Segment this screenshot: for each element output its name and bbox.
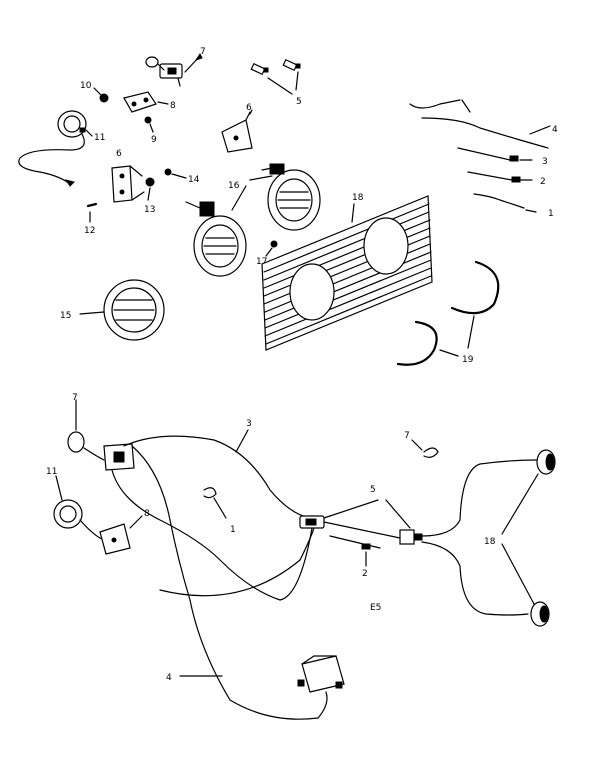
callout-4-lower: 4 xyxy=(166,673,172,683)
callout-16: 16 xyxy=(228,181,240,191)
callout-1: 1 xyxy=(548,209,554,219)
callout-7-lower-right: 7 xyxy=(404,431,410,441)
callout-3-lower: 3 xyxy=(246,419,252,429)
callout-19: 19 xyxy=(462,355,474,365)
callout-8: 8 xyxy=(170,101,176,111)
lamp-part-15 xyxy=(79,279,165,341)
callout-12: 12 xyxy=(84,226,95,236)
lamp-part-18-upper-lower xyxy=(536,449,556,475)
leader-16a xyxy=(231,185,247,211)
callout-15: 15 xyxy=(60,311,71,321)
callout-2-lower: 2 xyxy=(362,569,368,579)
leader-18-down xyxy=(501,543,535,605)
screw-part-9 xyxy=(144,116,154,133)
callout-13: 13 xyxy=(144,205,155,215)
callout-1-lower: 1 xyxy=(230,525,236,535)
callout-10: 10 xyxy=(80,81,92,91)
callout-2: 2 xyxy=(540,177,546,187)
lamp-part-16-front xyxy=(185,201,247,277)
screw-part-17 xyxy=(265,240,278,257)
wire-loop-lower xyxy=(131,445,328,720)
rings-part-19 xyxy=(396,260,500,366)
callout-5-lower: 5 xyxy=(370,485,376,495)
bracket-part-8-lower xyxy=(99,515,143,555)
clip-part-7-lower-right xyxy=(411,439,439,458)
connector-part-5-lower xyxy=(299,499,411,539)
callout-5: 5 xyxy=(296,97,302,107)
nut-part-10 xyxy=(93,87,109,103)
wire-part-2-lower xyxy=(329,535,381,567)
switch-part-7-lower xyxy=(67,399,135,471)
bracket-part-6-right xyxy=(221,109,253,153)
leader-3-lower xyxy=(235,429,249,453)
switch-part-7 xyxy=(145,53,203,87)
relay-part-4-lower xyxy=(179,655,345,693)
wire-part-4-lower xyxy=(159,527,315,597)
callout-8-lower: 8 xyxy=(144,509,150,519)
lamp-part-16-rear xyxy=(261,163,321,231)
leader-16b xyxy=(249,175,273,181)
callout-7-lower: 7 xyxy=(72,393,78,403)
indicator-lamp-part-11-lower xyxy=(53,475,105,541)
leader-18-up xyxy=(501,473,539,535)
callout-6-right: 6 xyxy=(246,103,252,113)
nut-part-14 xyxy=(164,168,187,179)
wire-part-2 xyxy=(467,171,533,183)
bracket-part-8 xyxy=(123,91,169,113)
grille-part-18 xyxy=(261,195,433,351)
callout-9: 9 xyxy=(151,135,157,145)
callout-7: 7 xyxy=(200,47,206,57)
callout-11: 11 xyxy=(94,133,105,143)
callout-3: 3 xyxy=(542,157,548,167)
connector-part-3 xyxy=(457,147,533,162)
callout-18: 18 xyxy=(352,193,364,203)
connector-right-lower xyxy=(399,459,537,616)
bolt-part-12 xyxy=(86,202,98,223)
callout-6-left: 6 xyxy=(116,149,122,159)
callout-17: 17 xyxy=(256,257,267,267)
bulbs-part-5 xyxy=(250,58,301,95)
callout-14: 14 xyxy=(188,175,200,185)
bracket-part-6-left xyxy=(111,165,145,203)
callout-11-lower: 11 xyxy=(46,467,57,477)
lamp-part-18-lower-lower xyxy=(530,601,550,627)
figure-code: E5 xyxy=(370,603,381,613)
washer-part-13 xyxy=(145,177,155,201)
harness-part-3-lower xyxy=(111,435,313,601)
clip-part-1-lower xyxy=(203,487,227,519)
indicator-lamp-part-11 xyxy=(18,110,93,187)
callout-18-lower: 18 xyxy=(484,537,496,547)
clip-part-1 xyxy=(473,193,537,213)
harness-part-4 xyxy=(409,99,551,149)
callout-4: 4 xyxy=(552,125,558,135)
